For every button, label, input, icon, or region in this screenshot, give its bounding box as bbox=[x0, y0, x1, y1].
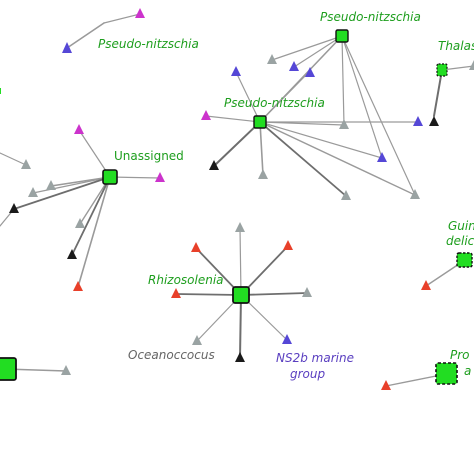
node-triangle bbox=[305, 67, 315, 77]
edge bbox=[271, 35, 343, 61]
node-triangle bbox=[201, 110, 211, 120]
node-triangle bbox=[191, 242, 201, 252]
node-triangle bbox=[289, 61, 299, 71]
node-triangle bbox=[9, 203, 19, 213]
edge bbox=[77, 176, 111, 288]
edge bbox=[213, 121, 261, 167]
node-triangle bbox=[21, 159, 31, 169]
label-ns2b-line1: NS2b marine bbox=[276, 351, 354, 365]
node-triangle bbox=[61, 365, 71, 375]
edge bbox=[341, 35, 383, 159]
node-triangle bbox=[28, 187, 38, 197]
node-triangle bbox=[231, 66, 241, 76]
hub-node bbox=[253, 115, 267, 129]
node-triangle bbox=[267, 54, 277, 64]
hub-nodes bbox=[0, 29, 473, 385]
partner-nodes bbox=[9, 8, 474, 390]
node-triangle bbox=[171, 288, 181, 298]
node-triangle bbox=[73, 281, 83, 291]
edge bbox=[79, 176, 111, 225]
edge bbox=[341, 35, 345, 126]
node-triangle bbox=[421, 280, 431, 290]
node-triangle bbox=[339, 119, 349, 129]
label-rhizosolenia: Rhizosolenia bbox=[148, 273, 224, 287]
node-triangle bbox=[235, 222, 245, 232]
hub-node bbox=[436, 63, 448, 77]
node-triangle bbox=[192, 335, 202, 345]
edge bbox=[205, 115, 261, 123]
node-triangle bbox=[67, 249, 77, 259]
label-ns2b-line2: group bbox=[290, 367, 325, 381]
edge bbox=[239, 294, 242, 359]
edge bbox=[78, 129, 111, 178]
edge bbox=[175, 293, 242, 296]
edge bbox=[13, 176, 111, 210]
node-triangle bbox=[258, 169, 268, 179]
node-triangle bbox=[302, 287, 312, 297]
label-unassigned: Unassigned bbox=[114, 149, 184, 163]
edge bbox=[235, 71, 261, 123]
node-triangle bbox=[381, 380, 391, 390]
edge bbox=[293, 35, 343, 68]
edge bbox=[32, 176, 111, 194]
node-triangle bbox=[155, 172, 165, 182]
node-triangle bbox=[282, 334, 292, 344]
node-triangle bbox=[341, 190, 351, 200]
edge bbox=[109, 176, 161, 179]
edge bbox=[259, 121, 264, 176]
edge bbox=[259, 121, 347, 197]
label-thalas: Thalas bbox=[438, 39, 474, 53]
node-triangle bbox=[410, 189, 420, 199]
node-triangle bbox=[62, 42, 72, 53]
hub-node bbox=[0, 357, 17, 381]
node-triangle bbox=[74, 124, 84, 134]
edge bbox=[341, 35, 416, 196]
label-oceanoccocus: Oceanoccocus bbox=[128, 348, 215, 362]
label-pseudo-nitzschia-top-right: Pseudo-nitzschia bbox=[320, 10, 421, 24]
label-pseudo-nitzschia-top-left: Pseudo-nitzschia bbox=[98, 37, 199, 51]
label-pseudo-nitzschia-center: Pseudo-nitzschia bbox=[224, 96, 325, 110]
edges-group bbox=[0, 13, 474, 387]
edge bbox=[259, 72, 309, 123]
node-triangle bbox=[235, 352, 245, 362]
node-triangle bbox=[413, 116, 423, 126]
node-triangle bbox=[46, 180, 56, 190]
edge bbox=[103, 13, 141, 24]
edge bbox=[433, 69, 443, 117]
node-triangle bbox=[135, 8, 145, 18]
label-guin: Guin bbox=[448, 219, 474, 233]
edge bbox=[71, 176, 111, 256]
hub-node bbox=[102, 169, 118, 185]
edge bbox=[239, 227, 242, 296]
node-triangle bbox=[377, 152, 387, 162]
label-pro: Pro bbox=[450, 348, 470, 362]
hub-node bbox=[435, 362, 458, 385]
node-triangle bbox=[283, 240, 293, 250]
label-delic: delic bbox=[446, 234, 474, 248]
edge bbox=[66, 22, 105, 49]
node-triangle bbox=[469, 60, 474, 70]
edge bbox=[259, 121, 383, 159]
edge bbox=[240, 292, 308, 296]
edge bbox=[441, 65, 474, 71]
hub-node bbox=[335, 29, 349, 43]
node-triangle bbox=[209, 160, 219, 170]
hub-node bbox=[0, 88, 1, 94]
labels-group: Pseudo-nitzschia Pseudo-nitzschia Pseudo… bbox=[98, 10, 474, 381]
node-triangle bbox=[429, 116, 439, 126]
hub-node bbox=[232, 286, 250, 304]
edge bbox=[0, 152, 27, 166]
hub-node bbox=[456, 252, 473, 268]
edge bbox=[259, 121, 416, 196]
label-pro-a: a bbox=[464, 364, 471, 378]
node-triangle bbox=[75, 218, 85, 228]
